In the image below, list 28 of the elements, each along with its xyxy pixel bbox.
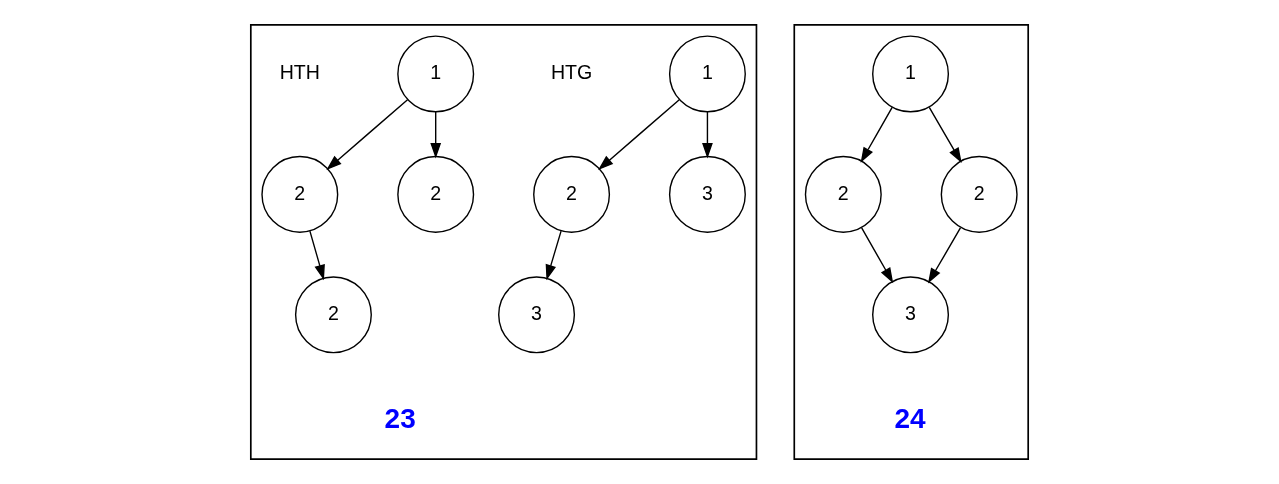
arrow — [309, 230, 325, 281]
node-circle: 3 — [668, 155, 746, 233]
arrow — [326, 99, 409, 170]
node-circle: 2 — [533, 155, 611, 233]
arrow — [430, 111, 442, 159]
arrow — [860, 227, 894, 284]
arrow — [702, 111, 713, 159]
cluster — [793, 24, 1030, 460]
node-circle: 2 — [294, 276, 372, 354]
node-circle: 1 — [668, 35, 746, 113]
node-circle: 2 — [397, 155, 475, 233]
label: HTG — [550, 61, 593, 84]
cluster — [249, 24, 758, 460]
node-circle: 2 — [940, 155, 1018, 233]
label: 23 — [384, 403, 416, 435]
node-circle: 2 — [804, 155, 882, 233]
label: HTH — [279, 61, 320, 84]
node-circle: 3 — [498, 276, 576, 354]
arrow — [928, 106, 962, 164]
arrow — [598, 99, 680, 170]
arrow — [927, 227, 962, 284]
node-circle: 3 — [872, 276, 950, 354]
label: 24 — [894, 403, 926, 435]
arrow — [545, 230, 562, 281]
arrow — [860, 106, 893, 163]
node-circle: 2 — [261, 155, 339, 233]
node-circle: 1 — [872, 35, 950, 113]
node-circle: 1 — [397, 35, 475, 113]
